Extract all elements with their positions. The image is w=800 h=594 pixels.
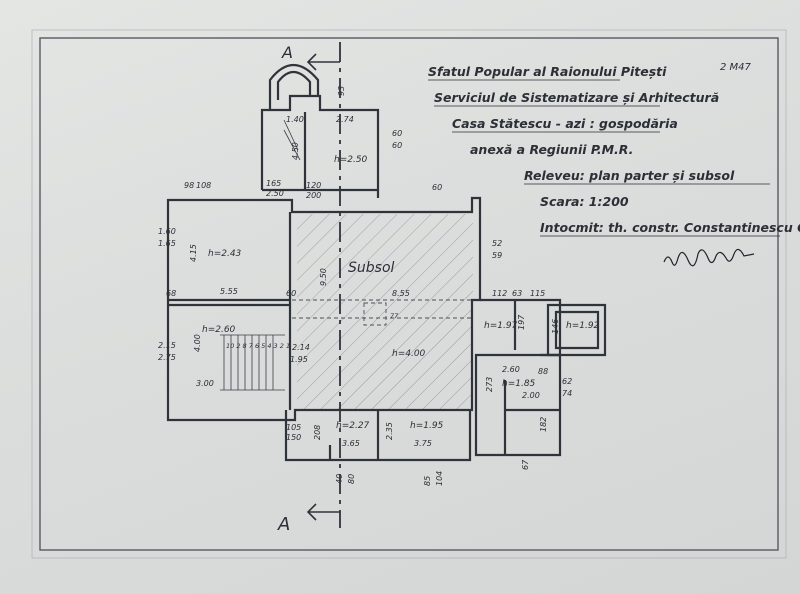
dim-62: 62 bbox=[562, 377, 572, 386]
signature-mark bbox=[663, 248, 755, 267]
dim-74: 74 bbox=[562, 389, 572, 398]
dim-450: 4.50 bbox=[291, 142, 300, 160]
label-h-195: h=1.95 bbox=[410, 421, 444, 431]
section-line bbox=[306, 42, 341, 528]
dim-85: 85 bbox=[423, 476, 432, 486]
dim-855: 8.55 bbox=[392, 289, 410, 298]
title-line6: Scara: 1:200 bbox=[540, 194, 629, 209]
dim-250: 2.50 bbox=[266, 189, 284, 198]
dim-98: 98 bbox=[184, 181, 194, 190]
dashed-lines bbox=[292, 299, 472, 326]
dim-40: 40 bbox=[335, 474, 344, 484]
dim-146: 146 bbox=[551, 319, 560, 334]
title-underlines bbox=[428, 79, 780, 237]
dim-375: 3.75 bbox=[414, 439, 432, 448]
label-h-197: h=1.97 bbox=[484, 321, 518, 331]
dim-208: 208 bbox=[313, 425, 322, 440]
dim-112: 112 bbox=[492, 289, 507, 298]
dim-150: 150 bbox=[286, 433, 301, 442]
title-line7: Intocmit: th. constr. Constantinescu Gh. bbox=[540, 220, 800, 235]
dim-182: 182 bbox=[539, 417, 548, 432]
label-h-227: h=2.27 bbox=[336, 421, 370, 431]
title-block: Sfatul Popular al Raionului Pitești Serv… bbox=[428, 64, 800, 235]
dim-60c: 60 bbox=[392, 141, 402, 150]
dim-555: 5.55 bbox=[220, 287, 238, 296]
dim-200b: 200 bbox=[306, 191, 321, 200]
title-line1: Sfatul Popular al Raionului Pitești bbox=[428, 64, 667, 79]
dim-59: 59 bbox=[492, 251, 502, 260]
dim-165: 1.65 bbox=[158, 239, 176, 248]
dim-365: 3.65 bbox=[342, 439, 360, 448]
dim-63: 63 bbox=[512, 289, 522, 298]
dim-195: 1.95 bbox=[290, 355, 308, 364]
label-h-left: h=2.43 bbox=[208, 249, 242, 259]
title-line4: anexă a Regiunii P.M.R. bbox=[470, 142, 633, 157]
label-h-192: h=1.92 bbox=[566, 321, 600, 331]
staircase bbox=[220, 119, 301, 391]
label-h-stair: h=2.60 bbox=[202, 325, 236, 335]
dim-52: 52 bbox=[492, 239, 502, 248]
dim-120: 120 bbox=[306, 181, 321, 190]
dim-260: 2.60 bbox=[502, 365, 520, 374]
dim-214: 2.14 bbox=[292, 343, 310, 352]
dim-67: 67 bbox=[521, 459, 530, 470]
dim-105: 105 bbox=[286, 423, 301, 432]
dim-275: 2.75 bbox=[158, 353, 176, 362]
room-labels: Subsol h=2.43 h=2.60 h=4.00 h=2.50 h=2.2… bbox=[202, 155, 600, 431]
dimensions: 5.55 4.15 3.00 4.00 9.50 8.55 4.50 3.65 … bbox=[158, 86, 572, 486]
dim-140: 1.40 bbox=[286, 115, 304, 124]
outer-frame bbox=[39, 37, 779, 551]
dim-68: 68 bbox=[166, 289, 176, 298]
dim-93: 93 bbox=[337, 86, 346, 96]
dim-197: 197 bbox=[517, 314, 526, 330]
dim-165b: 165 bbox=[266, 179, 281, 188]
dim-60a: 60 bbox=[286, 289, 296, 298]
dim-60b: 60 bbox=[392, 129, 402, 138]
title-line3: Casa Stătescu - azi : gospodăria bbox=[452, 116, 678, 131]
dim-stairs: 10 2 8 7 6 5 4 3 2 1 bbox=[226, 342, 290, 350]
dim-104: 104 bbox=[435, 471, 444, 486]
label-h-tower: h=2.50 bbox=[334, 155, 368, 165]
dim-950: 9.50 bbox=[319, 268, 328, 286]
section-marker-bottom: A bbox=[277, 514, 290, 535]
dim-88: 88 bbox=[538, 367, 548, 376]
dim-77: 77 bbox=[390, 312, 399, 320]
section-marker-top: A bbox=[281, 43, 293, 62]
label-h-basement: h=4.00 bbox=[392, 349, 426, 359]
dim-60d: 60 bbox=[432, 183, 442, 192]
dim-273: 273 bbox=[485, 377, 494, 392]
dim-108: 108 bbox=[196, 181, 211, 190]
dim-415: 4.15 bbox=[189, 244, 198, 262]
dim-80: 80 bbox=[347, 474, 356, 484]
trim-line bbox=[31, 29, 787, 559]
title-line5: Releveu: plan parter și subsol bbox=[524, 168, 735, 183]
title-line2: Serviciul de Sistematizare și Arhitectur… bbox=[434, 90, 719, 105]
label-subsol: Subsol bbox=[348, 260, 395, 276]
dim-235: 2.35 bbox=[385, 422, 394, 440]
dim-200: 2.00 bbox=[522, 391, 540, 400]
dim-160: 1.60 bbox=[158, 227, 176, 236]
dim-274: 2.74 bbox=[336, 115, 354, 124]
sheet-number: 2 M47 bbox=[720, 62, 752, 73]
dim-115: 115 bbox=[530, 289, 545, 298]
walls bbox=[166, 64, 607, 462]
label-h-185: h=1.85 bbox=[502, 379, 536, 389]
dim-400: 4.00 bbox=[193, 334, 202, 352]
basement-hatch bbox=[297, 214, 473, 409]
dim-300: 3.00 bbox=[196, 379, 214, 388]
dim-215: 2.15 bbox=[158, 341, 176, 350]
